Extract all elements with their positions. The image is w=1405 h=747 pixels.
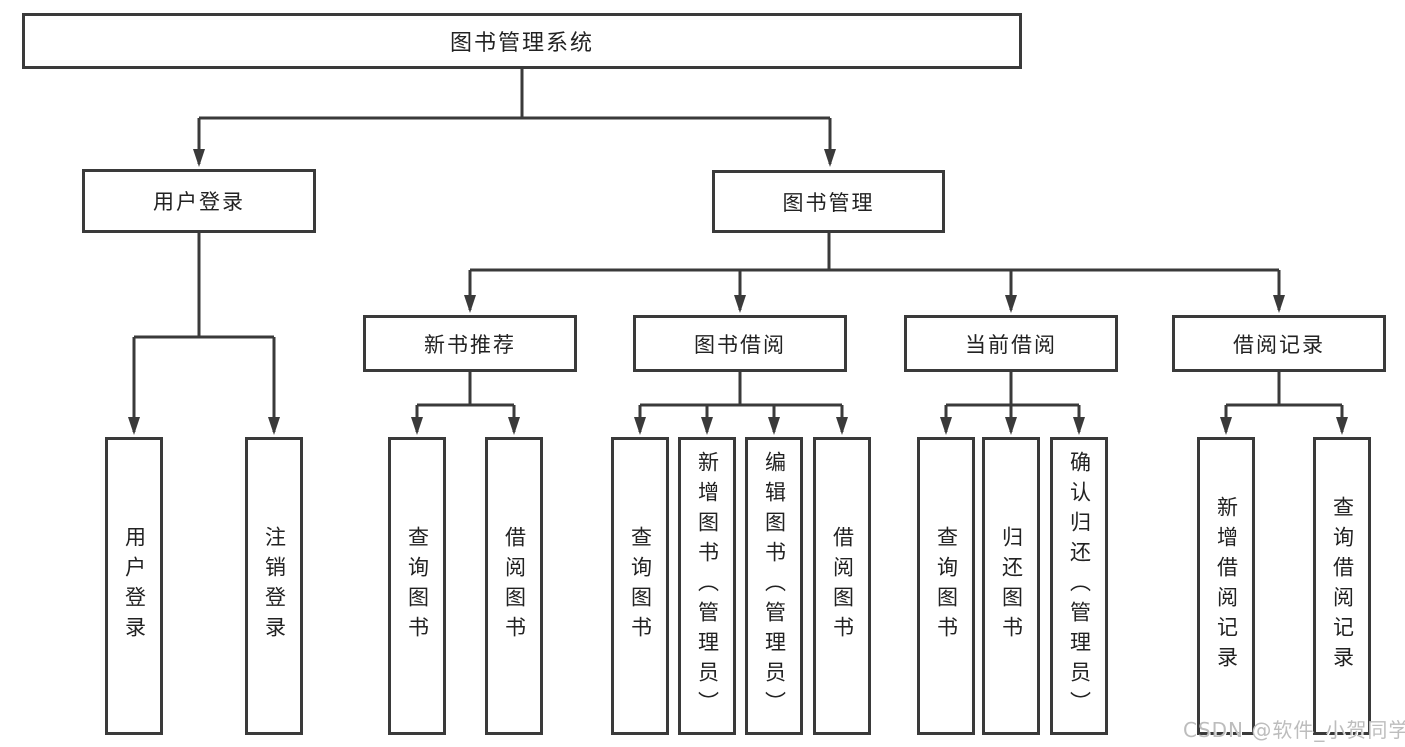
node-library-management-system: 图书管理系统 (22, 13, 1022, 69)
leaf-user-login: 用户登录 (105, 437, 163, 735)
leaf-query-books-recommendation: 查询图书 (388, 437, 446, 735)
leaf-add-books-admin: 新增图书（管理员） (678, 437, 736, 735)
leaf-return-books: 归还图书 (982, 437, 1040, 735)
node-borrowing-records: 借阅记录 (1172, 315, 1386, 372)
leaf-logout: 注销登录 (245, 437, 303, 735)
leaf-borrow-books-recommendation: 借阅图书 (485, 437, 543, 735)
node-new-book-recommendation: 新书推荐 (363, 315, 577, 372)
node-current-borrowing: 当前借阅 (904, 315, 1118, 372)
node-user-login-branch: 用户登录 (82, 169, 316, 233)
node-book-management-branch: 图书管理 (712, 170, 945, 233)
leaf-confirm-return-admin: 确认归还（管理员） (1050, 437, 1108, 735)
leaf-edit-books-admin: 编辑图书（管理员） (745, 437, 803, 735)
leaf-query-books-borrowing: 查询图书 (611, 437, 669, 735)
leaf-add-borrowing-record: 新增借阅记录 (1197, 437, 1255, 735)
csdn-watermark: CSDN @软件_小贺同学 (1183, 718, 1405, 742)
leaf-borrow-books-borrowing: 借阅图书 (813, 437, 871, 735)
leaf-query-borrowing-record: 查询借阅记录 (1313, 437, 1371, 735)
leaf-query-books-current: 查询图书 (917, 437, 975, 735)
node-book-borrowing: 图书借阅 (633, 315, 847, 372)
